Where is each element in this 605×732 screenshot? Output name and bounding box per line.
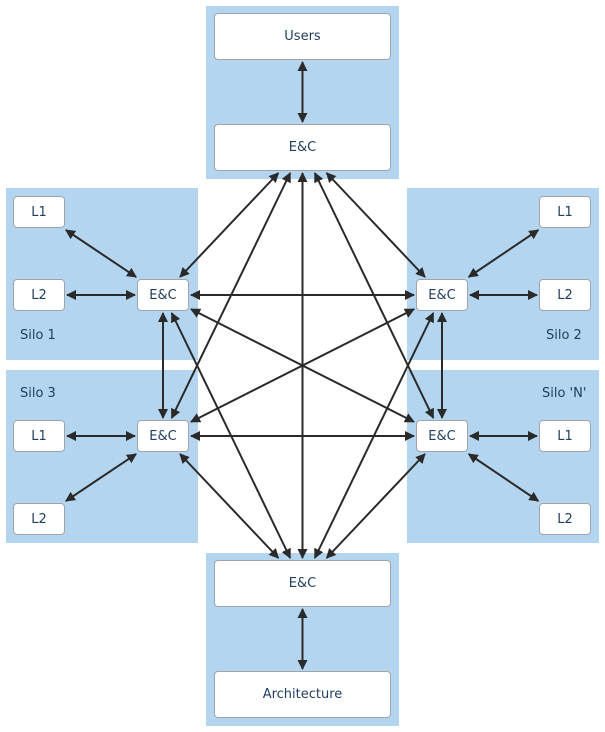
ec-silo-3-node[interactable]: E&C — [137, 420, 189, 452]
ec-silo-n-node[interactable]: E&C — [416, 420, 468, 452]
connector-s2_l1-ec_s2 — [467, 229, 540, 278]
connector-sn_l2-ec_sn — [467, 453, 540, 502]
architecture-node[interactable]: Architecture — [214, 671, 391, 718]
silo-2-label: Silo 2 — [546, 328, 582, 343]
connector-ec_top-ec_s2 — [325, 172, 426, 278]
connector-ec_top-ec_s1 — [179, 172, 280, 278]
ec-silo-2-node[interactable]: E&C — [416, 279, 468, 311]
silo-n-l1-node[interactable]: L1 — [539, 420, 591, 452]
connector-ec_bottom-ec_sn — [325, 453, 426, 559]
connector-s1_l1-ec_s1 — [65, 229, 137, 278]
connector-ec_bottom-ec_s3 — [179, 453, 280, 559]
silo-3-l1-node[interactable]: L1 — [13, 420, 65, 452]
silo-2-l1-node[interactable]: L1 — [539, 196, 591, 228]
users-node[interactable]: Users — [214, 13, 391, 60]
silo-2-l2-node[interactable]: L2 — [539, 279, 591, 311]
silo-3-l2-node[interactable]: L2 — [13, 503, 65, 535]
ec-bottom-node[interactable]: E&C — [214, 560, 391, 607]
silo-1-l2-node[interactable]: L2 — [13, 279, 65, 311]
silo-1-l1-node[interactable]: L1 — [13, 196, 65, 228]
silo-3-label: Silo 3 — [20, 386, 56, 401]
ec-top-node[interactable]: E&C — [214, 124, 391, 171]
silo-n-label: Silo 'N' — [542, 386, 587, 401]
silo-n-l2-node[interactable]: L2 — [539, 503, 591, 535]
silo-1-label: Silo 1 — [20, 328, 56, 343]
connector-s3_l2-ec_s3 — [65, 453, 137, 502]
ec-silo-1-node[interactable]: E&C — [137, 279, 189, 311]
